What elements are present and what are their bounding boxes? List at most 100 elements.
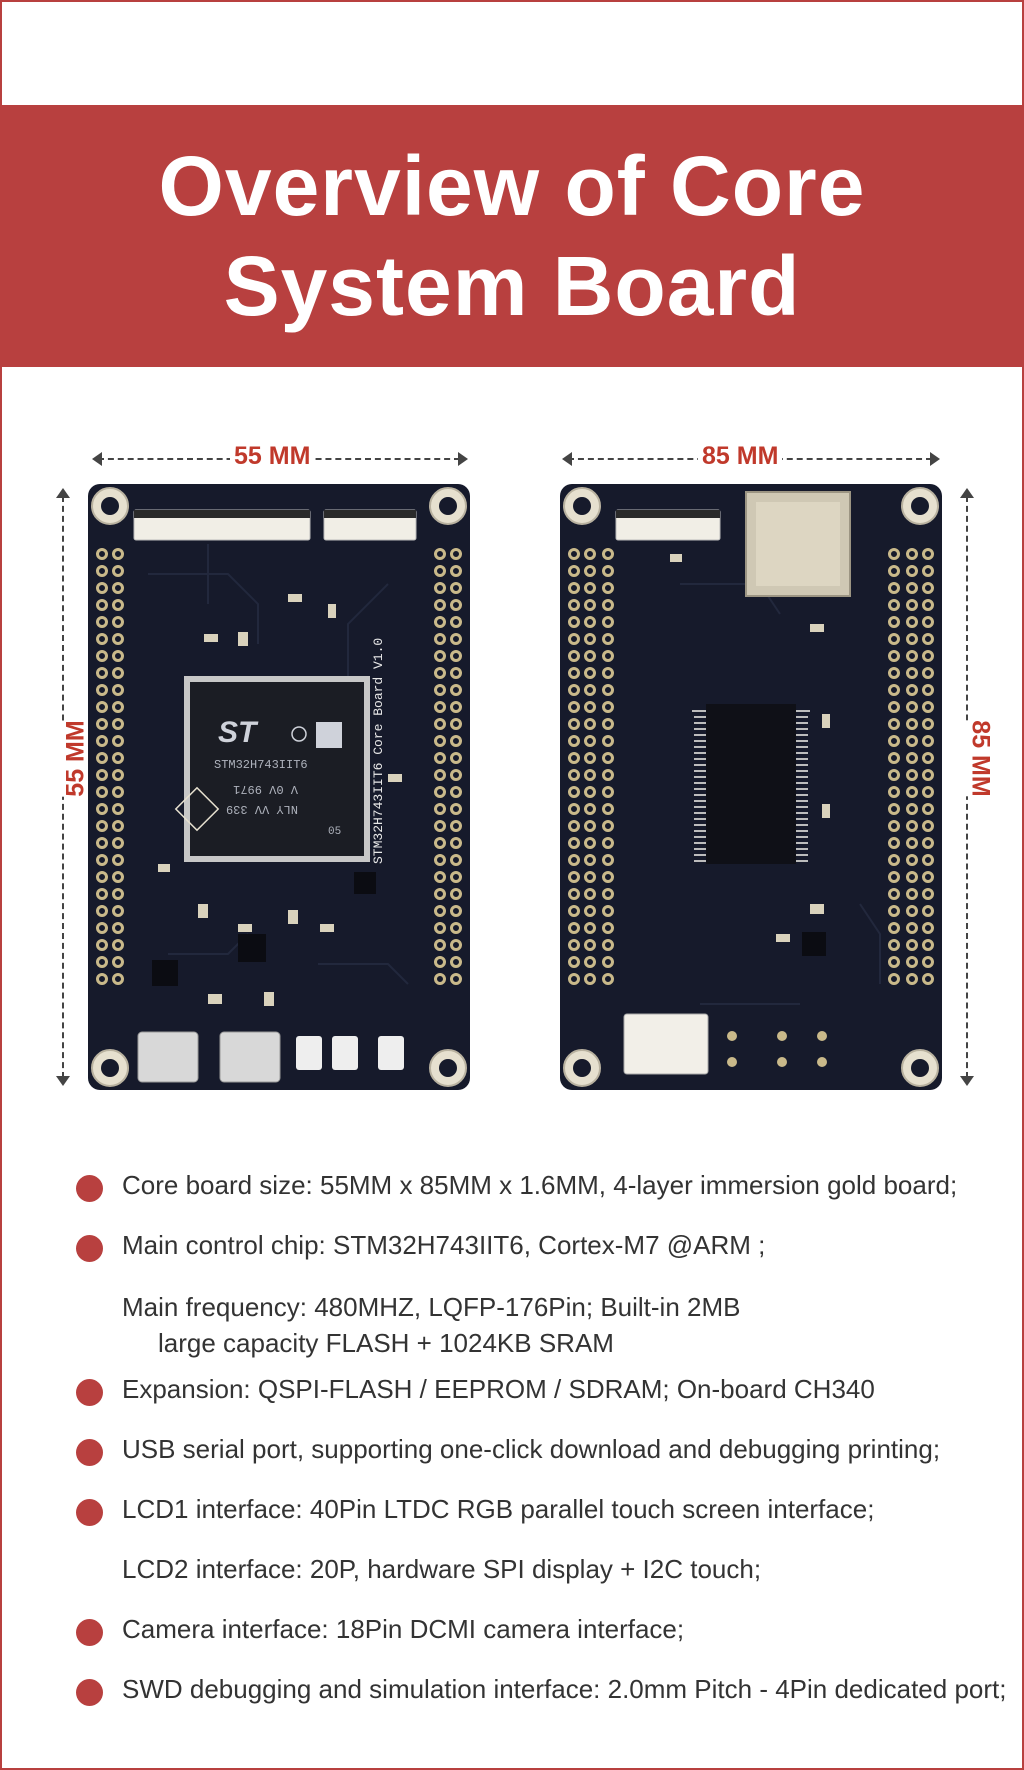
header-pin (112, 548, 124, 560)
header-pin (922, 803, 934, 815)
sdram-lead (796, 806, 808, 808)
sdram-lead (694, 824, 706, 826)
header-pin (584, 905, 596, 917)
header-pin (602, 854, 614, 866)
header-pin (450, 599, 462, 611)
sdram-lead (796, 818, 808, 820)
header-pin (434, 616, 446, 628)
sdram-lead (694, 848, 706, 850)
header-pin (906, 633, 918, 645)
header-pin (584, 616, 596, 628)
spec-item: Main control chip: STM32H743IIT6, Cortex… (76, 1230, 765, 1262)
header-pin (602, 650, 614, 662)
sdram-lead (694, 722, 706, 724)
header-pin (584, 854, 596, 866)
front-width-label: 55 MM (230, 442, 315, 471)
header-pin (450, 837, 462, 849)
chip-part-number: STM32H743IIT6 (214, 758, 308, 772)
header-pin (922, 939, 934, 951)
header-pin (112, 735, 124, 747)
sdram-lead (796, 794, 808, 796)
sdram-lead (796, 800, 808, 802)
sdram-lead (694, 842, 706, 844)
header-pin (568, 939, 580, 951)
spec-item: Expansion: QSPI-FLASH / EEPROM / SDRAM; … (76, 1374, 875, 1406)
header-pin (96, 888, 108, 900)
header-pin (906, 939, 918, 951)
header-pin (602, 735, 614, 747)
spec-item: USB serial port, supporting one-click do… (76, 1434, 940, 1466)
header-pin (906, 735, 918, 747)
header-pin (602, 956, 614, 968)
header-pin (584, 922, 596, 934)
header-pin (602, 803, 614, 815)
header-pin (906, 684, 918, 696)
header-pin (888, 616, 900, 628)
header-pin (450, 786, 462, 798)
header-pin (602, 599, 614, 611)
sdram-lead (694, 734, 706, 736)
header-pin (112, 922, 124, 934)
chip-marking-line-2: V 0V 9971 (233, 782, 298, 796)
header-pin (584, 599, 596, 611)
header-pin (888, 854, 900, 866)
sdram-lead (796, 830, 808, 832)
header-pin (96, 718, 108, 730)
header-pin (112, 582, 124, 594)
header-pin (602, 582, 614, 594)
header-pin (568, 854, 580, 866)
header-pin (922, 718, 934, 730)
header-pin (450, 548, 462, 560)
header-pin (568, 803, 580, 815)
header-pin (434, 650, 446, 662)
header-pin (922, 667, 934, 679)
header-pin (922, 565, 934, 577)
header-pin (602, 701, 614, 713)
bullet-icon (76, 1439, 103, 1466)
header-pin (450, 939, 462, 951)
sdram-lead (694, 764, 706, 766)
header-pin (906, 837, 918, 849)
header-pin (922, 752, 934, 764)
header-pin (112, 616, 124, 628)
header-pin (906, 769, 918, 781)
header-pin (906, 854, 918, 866)
header-pin (584, 956, 596, 968)
header-pin (450, 565, 462, 577)
sdram-lead (694, 830, 706, 832)
spec-text: LCD1 interface: 40Pin LTDC RGB parallel … (122, 1494, 875, 1524)
header-pin (434, 939, 446, 951)
spec-text: LCD2 interface: 20P, hardware SPI displa… (122, 1554, 762, 1584)
header-pin (584, 820, 596, 832)
header-pin (112, 905, 124, 917)
header-pin (584, 582, 596, 594)
header-pin (922, 650, 934, 662)
header-pin (906, 667, 918, 679)
sdram-lead (796, 734, 808, 736)
header-pin (888, 888, 900, 900)
header-pin (434, 973, 446, 985)
back-board-image (560, 484, 942, 1090)
header-pin (450, 854, 462, 866)
spec-text: Expansion: QSPI-FLASH / EEPROM / SDRAM; … (122, 1374, 875, 1404)
spec-item: Main frequency: 480MHZ, LQFP-176Pin; Bui… (122, 1292, 740, 1323)
header-pin (906, 871, 918, 883)
header-pin (450, 684, 462, 696)
header-pin (602, 837, 614, 849)
back-height-label: 85 MM (961, 720, 999, 797)
header-pin (112, 956, 124, 968)
header-pin (450, 820, 462, 832)
header-pin (584, 973, 596, 985)
header-pin (888, 684, 900, 696)
header-pin (568, 667, 580, 679)
header-pin (112, 565, 124, 577)
header-pin (96, 973, 108, 985)
header-pin (568, 599, 580, 611)
sdram-lead (694, 752, 706, 754)
header-pin (112, 939, 124, 951)
header-pin (112, 718, 124, 730)
header-pin (584, 650, 596, 662)
header-pin (434, 667, 446, 679)
header-pin (96, 616, 108, 628)
header-pin (888, 752, 900, 764)
